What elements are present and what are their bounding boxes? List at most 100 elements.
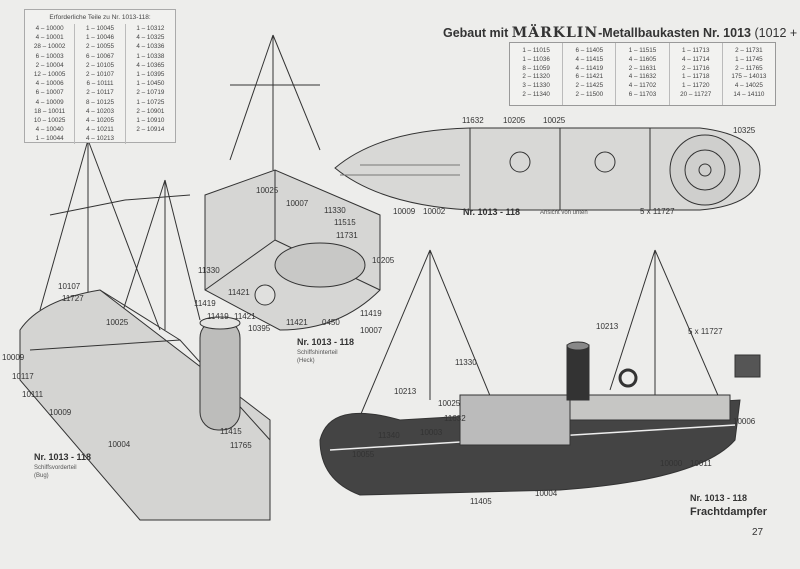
part-entry: 1 – 11713	[681, 47, 710, 54]
part-entry: 4 – 11605	[628, 55, 657, 63]
bottom-view-subcaption: Ansicht von unten	[540, 210, 588, 216]
part-label: 11419	[360, 309, 382, 318]
part-entry: 4 – 10336	[136, 43, 165, 51]
part-entry: 4 – 11702	[628, 82, 657, 90]
part-label: 10009	[2, 353, 25, 362]
part-entry: 1 – 11745	[735, 55, 763, 63]
part-label: 10025	[543, 116, 566, 125]
freighter-title: Frachtdampfer	[690, 506, 768, 518]
part-entry: 1 – 10725	[136, 98, 165, 106]
part-entry: 4 – 10203	[85, 107, 114, 115]
part-label: 11330	[198, 266, 220, 275]
part-entry: 4 – 10001	[35, 34, 64, 42]
part-label: 10011	[690, 459, 712, 468]
bow-subcaption-2: (Bug)	[34, 473, 49, 479]
part-entry: 2 – 11631	[628, 64, 657, 72]
part-label: 11340	[378, 431, 400, 440]
part-label: 10395	[248, 324, 271, 333]
part-entry: 6 – 10007	[35, 89, 64, 97]
part-entry: 4 – 11714	[681, 55, 710, 63]
part-label: 11421	[228, 288, 250, 297]
part-entry: 4 – 14025	[734, 82, 763, 90]
part-entry: 2 – 11716	[681, 64, 710, 72]
freighter-caption: Nr. 1013 - 118	[690, 493, 748, 503]
part-entry: 1 – 10338	[136, 52, 165, 60]
part-label: 10009	[49, 408, 72, 417]
part-entry: 2 – 11765	[735, 64, 763, 72]
part-label: 10025	[438, 399, 461, 408]
part-label: 11765	[230, 441, 252, 450]
heading-prefix: Gebaut mit	[443, 26, 509, 40]
part-entry: 1 – 11720	[681, 82, 710, 90]
part-entry: 2 – 10004	[35, 61, 64, 69]
part-entry: 12 – 10005	[33, 71, 66, 79]
part-entry: 6 – 11421	[575, 73, 604, 81]
part-entry: 10 – 10025	[33, 117, 66, 125]
part-label: 11421	[286, 318, 308, 327]
part-entry: 8 – 10125	[85, 98, 114, 106]
part-entry: 2 – 10914	[136, 126, 165, 134]
required-parts-table: Erforderliche Teile zu Nr. 1013-118: 4 –…	[24, 9, 176, 144]
part-label: 11515	[334, 218, 356, 227]
bow-caption: Nr. 1013 - 118	[34, 452, 92, 462]
part-entry: 4 – 11632	[628, 73, 657, 81]
part-label: 10025	[106, 318, 129, 327]
part-label: 10205	[503, 116, 526, 125]
stern-drawing	[204, 34, 381, 331]
part-label: 10025	[256, 186, 279, 195]
part-entry: 2 – 10107	[85, 71, 114, 79]
part-entry: 14 – 14110	[733, 90, 765, 98]
part-entry: 1 – 11718	[681, 73, 710, 81]
part-label: 11421	[234, 312, 256, 321]
heading-set: (1012 + 1032)	[754, 26, 800, 40]
part-label: 10004	[108, 440, 131, 449]
part-entry: 1 – 10910	[136, 117, 165, 125]
part-entry: 1 – 10312	[136, 25, 165, 32]
part-entry: 1 – 10046	[85, 34, 114, 42]
part-label: 10006	[733, 417, 756, 426]
heading-kit: -Metallbaukasten Nr. 1013	[598, 26, 751, 40]
part-label: 10000	[660, 459, 683, 468]
part-entry: 4 – 10365	[136, 61, 165, 69]
part-entry: 2 – 11731	[735, 47, 763, 54]
part-label: 10055	[352, 450, 375, 459]
part-entry: 8 – 11059	[522, 64, 550, 72]
part-entry: 1 – 10045	[85, 25, 114, 32]
part-entry: 2 – 10719	[136, 89, 165, 97]
part-entry: 4 – 10006	[35, 80, 64, 88]
part-label: 0450	[322, 318, 340, 327]
brand-logo: MÄRKLIN	[511, 25, 599, 41]
part-entry: 6 – 11703	[628, 90, 657, 98]
part-label: 10111	[22, 390, 44, 399]
part-label: 10117	[12, 372, 34, 381]
part-label: 11731	[336, 231, 358, 240]
stern-caption: Nr. 1013 - 118	[297, 337, 355, 347]
part-entry: 4 – 10009	[35, 98, 64, 106]
part-label: 11330	[324, 206, 346, 215]
part-entry: 4 – 10325	[136, 34, 165, 42]
part-entry: 1 – 11515	[628, 47, 657, 54]
part-label: 10107	[58, 282, 81, 291]
part-label: 11727	[62, 294, 84, 303]
part-entry: 1 – 10450	[136, 80, 165, 88]
part-entry: 2 – 10055	[85, 43, 114, 51]
part-label: 11419	[207, 312, 229, 321]
part-label: 11415	[220, 427, 242, 436]
part-entry: 2 – 11425	[575, 82, 604, 90]
part-label: 10213	[394, 387, 417, 396]
part-label: 11405	[470, 497, 492, 506]
part-label: 10007	[286, 199, 309, 208]
part-entry: 175 – 14013	[731, 73, 767, 81]
part-entry: 6 – 10003	[35, 52, 64, 60]
part-label: 11330	[455, 358, 477, 367]
part-entry: 1 – 11036	[522, 55, 550, 63]
part-entry: 20 – 11727	[680, 90, 712, 98]
